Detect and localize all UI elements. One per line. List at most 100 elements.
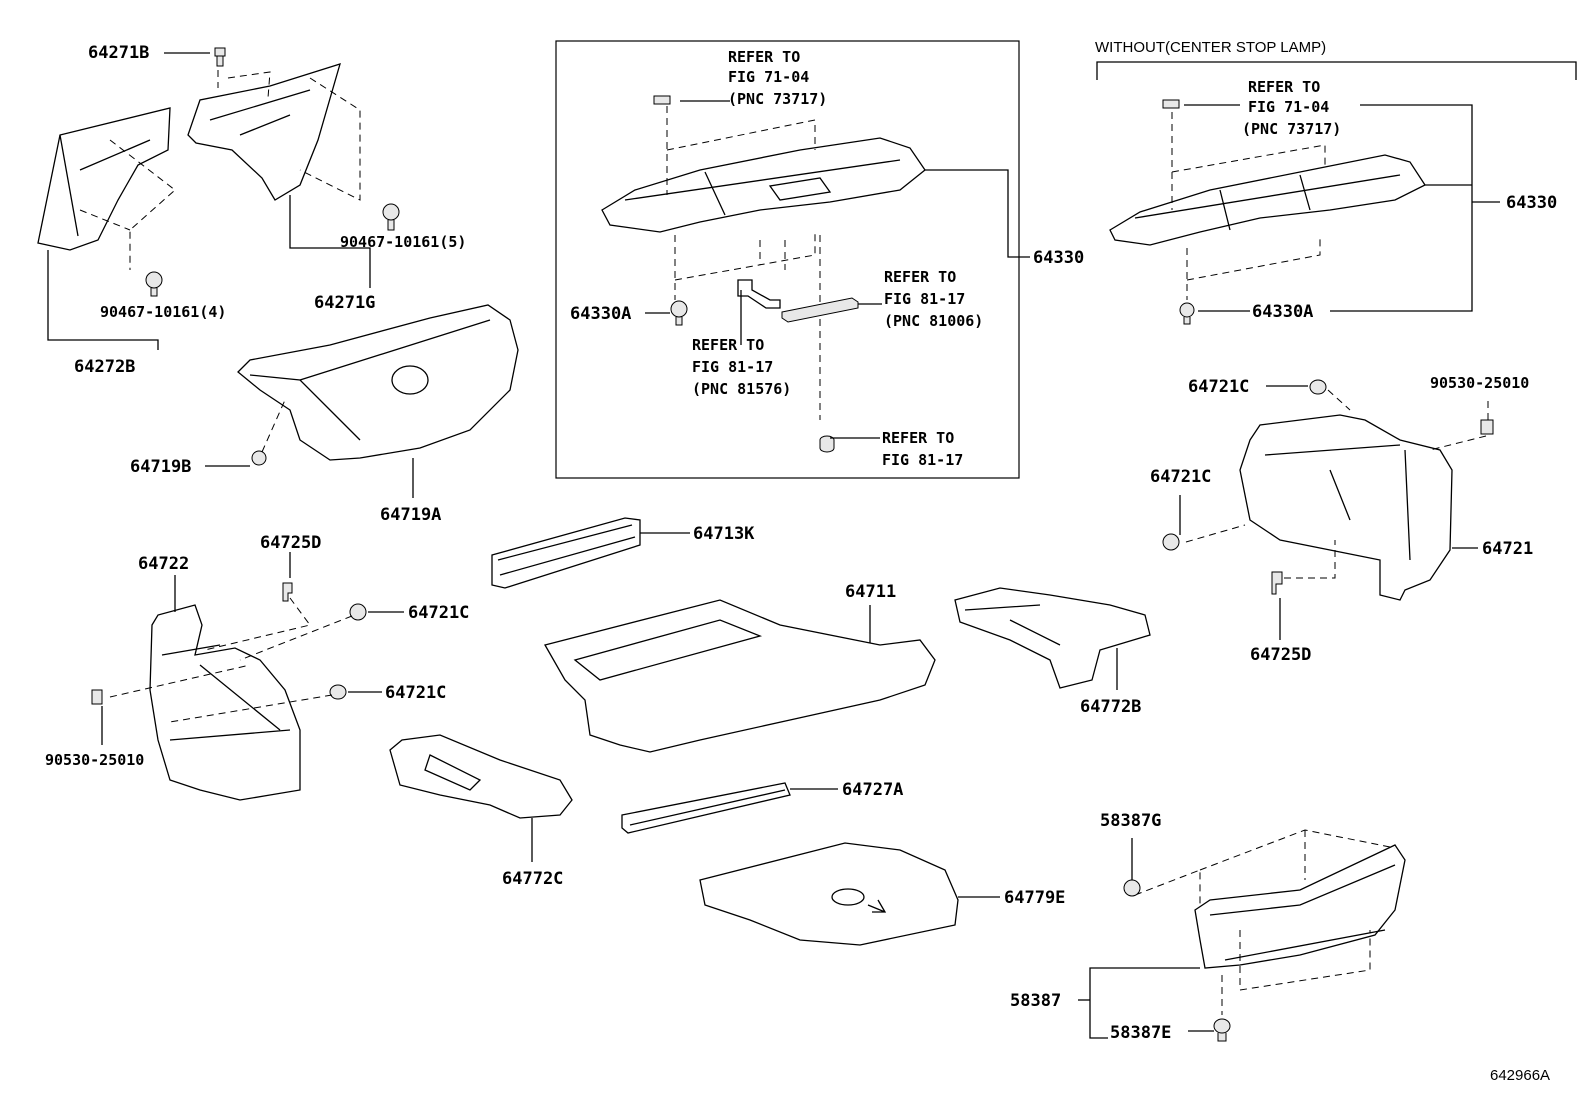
refer-note-73717-center: REFER TO FIG 71-04 (PNC 73717) [728,48,827,108]
callout-64725D-left: 64725D [260,533,321,553]
leader-dash-64719B [261,399,286,453]
callout-64721C-right-mid: 64721C [1150,467,1211,487]
callout-64719A: 64719A [380,505,441,525]
clip-64721C-right-top [1309,379,1327,395]
part-64711-floor-mat [544,599,936,753]
refer-note-73717-right: REFER TO FIG 71-04 (PNC 73717) [1242,78,1341,138]
part-64719A-lid-liner [237,304,519,461]
leader-64271G [289,195,371,260]
svg-text:REFER TO: REFER TO [692,336,764,354]
callout-64330-right: 64330 [1506,193,1557,213]
clip-ref-73717-right [1162,99,1180,109]
part-64722-quarter-trim [149,604,301,801]
part-64272B-trim [37,107,171,251]
part-64271G-trim [187,63,341,201]
callout-58387: 58387 [1010,991,1061,1011]
svg-text:FIG 81-17: FIG 81-17 [692,358,773,376]
leader-bracket-58387 [1089,967,1200,1039]
refer-note-81576: REFER TO FIG 81-17 (PNC 81576) [692,336,791,398]
svg-text:REFER TO: REFER TO [884,268,956,286]
leader-dash-64721C-right-mid [1185,524,1246,543]
leader-bracket-right [1330,104,1473,312]
callout-90467-10161-4: 90467-10161(4) [100,303,226,321]
callout-64721: 64721 [1482,539,1533,559]
clip-58387E [1213,1018,1231,1042]
leader-dashes-right-tray [1171,112,1326,300]
callout-64711: 64711 [845,582,896,602]
callout-64719B: 64719B [130,457,191,477]
callout-90467-10161-5: 90467-10161(5) [340,233,466,251]
part-stop-lamp-harness [737,279,781,345]
part-64713K-panel [491,517,641,589]
clip-64721C-left-bottom [329,684,347,700]
part-stop-lamp-bar [781,297,882,323]
leader-dashes-center-tray [666,106,821,420]
clip-90530-left [91,689,103,705]
leader-dashes-90530-right [1327,389,1489,451]
refer-note-81006: REFER TO FIG 81-17 (PNC 81006) [884,268,983,330]
callout-64713K: 64713K [693,524,755,544]
leader-64330-center [925,169,1030,258]
callout-64271G: 64271G [314,293,375,313]
svg-text:(PNC 81576): (PNC 81576) [692,380,791,398]
refer-note-81-17-bottom: REFER TO FIG 81-17 [882,429,963,469]
leader-dash-64725D-right [1284,540,1336,579]
svg-text:REFER TO: REFER TO [728,48,800,66]
clip-64725D-right [1271,571,1283,595]
svg-text:FIG 81-17: FIG 81-17 [884,290,965,308]
clip-90467-5 [382,203,400,231]
svg-text:(PNC 81006): (PNC 81006) [884,312,983,330]
callout-64271B: 64271B [88,43,149,63]
leader-dashes-top-left [79,58,361,270]
clip-64725D-left [282,582,293,602]
svg-text:FIG 71-04: FIG 71-04 [1248,98,1329,116]
part-64721-quarter-trim [1239,414,1453,601]
callout-64721C-left-top: 64721C [408,603,469,623]
part-58387-scuff-plate [1194,844,1406,969]
without-lamp-bracket [1096,61,1577,80]
svg-text:(PNC 73717): (PNC 73717) [728,90,827,108]
svg-text:(PNC 73717): (PNC 73717) [1242,120,1341,138]
screw-ref-81-17 [819,435,835,453]
callout-90530-25010-left: 90530-25010 [45,751,144,769]
part-64727A-bar [621,782,791,834]
clip-90467-4 [145,271,163,297]
callout-64722: 64722 [138,554,189,574]
clip-58387G [1123,879,1141,897]
callout-64727A: 64727A [842,780,903,800]
leader-dashes-scuff-plate [1134,829,1396,1015]
clip-64271B [214,47,226,67]
callout-64330A-right: 64330A [1252,302,1313,322]
diagram-id: 642966A [1490,1067,1550,1084]
callout-64772B: 64772B [1080,697,1141,717]
svg-text:REFER TO: REFER TO [882,429,954,447]
clip-64719B [251,450,267,466]
callout-64330A-center: 64330A [570,304,631,324]
center-stop-lamp-inset-box [555,40,1020,479]
leader-dashes-left-quarter [109,597,353,723]
callout-58387E: 58387E [1110,1023,1171,1043]
part-64772B-tray [954,587,1151,689]
clip-64721C-left-top [349,603,367,621]
svg-text:REFER TO: REFER TO [1248,78,1320,96]
callout-64330-center: 64330 [1033,248,1084,268]
clip-90530-right [1480,419,1494,435]
callout-58387G: 58387G [1100,811,1161,831]
callout-64272B: 64272B [74,357,135,377]
svg-text:FIG 81-17: FIG 81-17 [882,451,963,469]
clip-64330A-center [670,300,688,326]
part-64330-package-tray-right [1109,154,1426,246]
clip-64721C-right-mid [1162,533,1180,551]
leader-64272B [47,250,159,350]
callout-64721C-left-bottom: 64721C [385,683,446,703]
callout-64725D-right: 64725D [1250,645,1311,665]
svg-text:FIG 71-04: FIG 71-04 [728,68,809,86]
callout-64772C: 64772C [502,869,563,889]
clip-64330A-right [1179,302,1195,325]
part-64772C-tray [389,734,573,819]
part-64779E-deck-board [699,842,959,946]
callout-64721C-right-top: 64721C [1188,377,1249,397]
clip-ref-73717-center [653,95,671,105]
